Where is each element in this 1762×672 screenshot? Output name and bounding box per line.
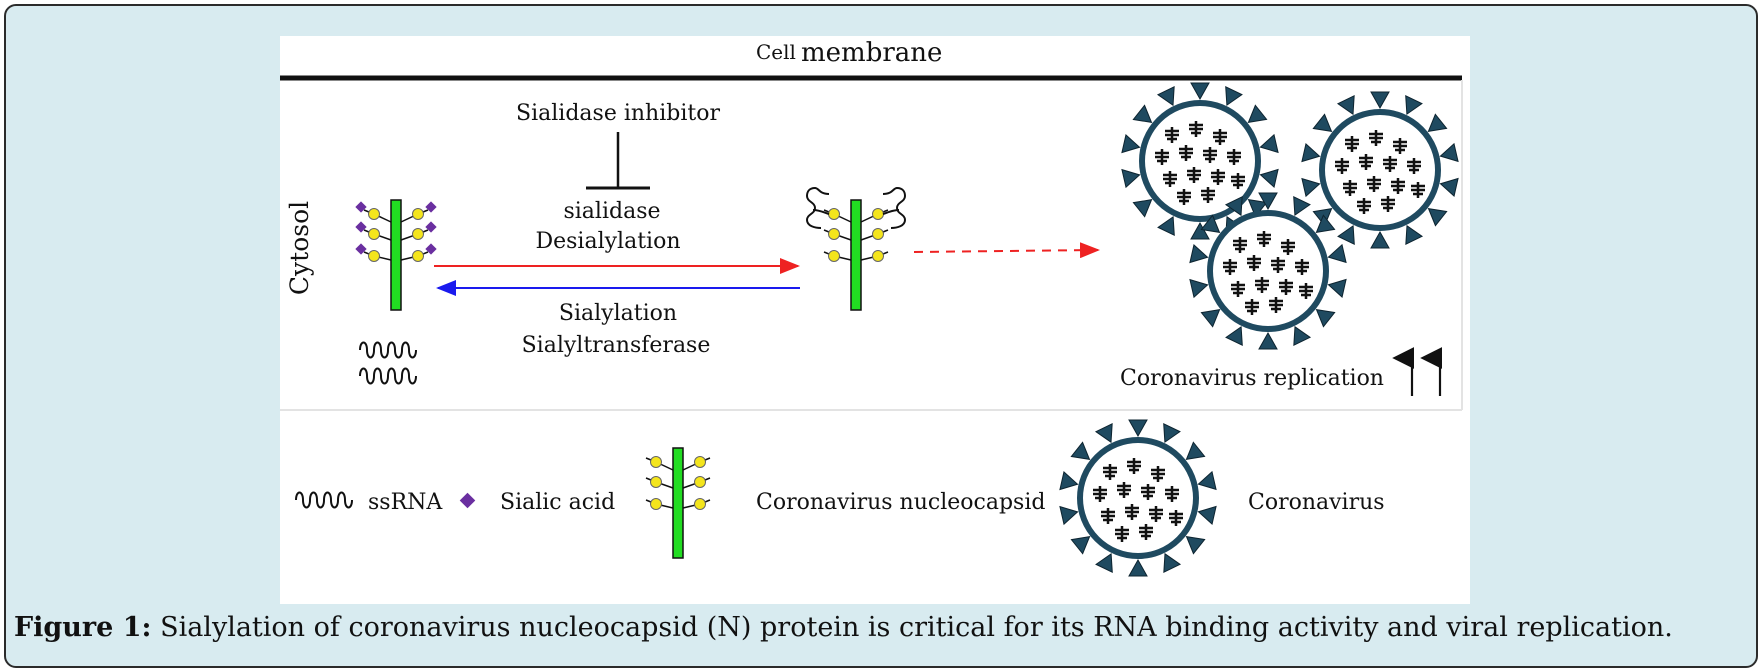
replication-label: Coronavirus replication (1120, 366, 1384, 391)
legend-sialic-acid-label: Sialic acid (500, 490, 615, 515)
forward-enzyme-label: sialidase (563, 199, 660, 224)
caption-text: Sialylation of coronavirus nucleocapsid … (151, 612, 1673, 643)
bound-ssrna (805, 186, 907, 229)
coronavirus-particle-3 (1190, 193, 1346, 349)
membrane-label-large: membrane (801, 38, 942, 68)
membrane-label-small: Cell (756, 40, 796, 64)
free-ssrna-1 (359, 341, 417, 359)
desialylated-nucleocapsid (823, 199, 889, 311)
figure-caption: Figure 1: Sialylation of coronavirus nuc… (14, 612, 1754, 643)
legend-ssrna-symbol (295, 491, 353, 509)
reverse-process-label: Sialylation (559, 301, 677, 326)
forward-process-label: Desialylation (535, 229, 680, 254)
replication-dashed-arrow (913, 242, 1100, 259)
legend-coronavirus-label: Coronavirus (1248, 490, 1385, 515)
legend-nucleocapsid-symbol (645, 447, 711, 559)
caption-label: Figure 1: (14, 612, 152, 643)
cytosol-label: Cytosol (285, 201, 314, 295)
reverse-enzyme-label: Sialyltransferase (522, 333, 711, 358)
sialylated-nucleocapsid (355, 199, 437, 311)
legend-nucleocapsid-label: Coronavirus nucleocapsid (756, 490, 1045, 515)
free-ssrna-2 (359, 367, 417, 385)
legend-sialic-acid-symbol (459, 492, 476, 509)
inhibitor-label: Sialidase inhibitor (516, 101, 720, 126)
legend-coronavirus-symbol (1060, 420, 1216, 576)
legend-ssrna-label: ssRNA (368, 490, 443, 515)
